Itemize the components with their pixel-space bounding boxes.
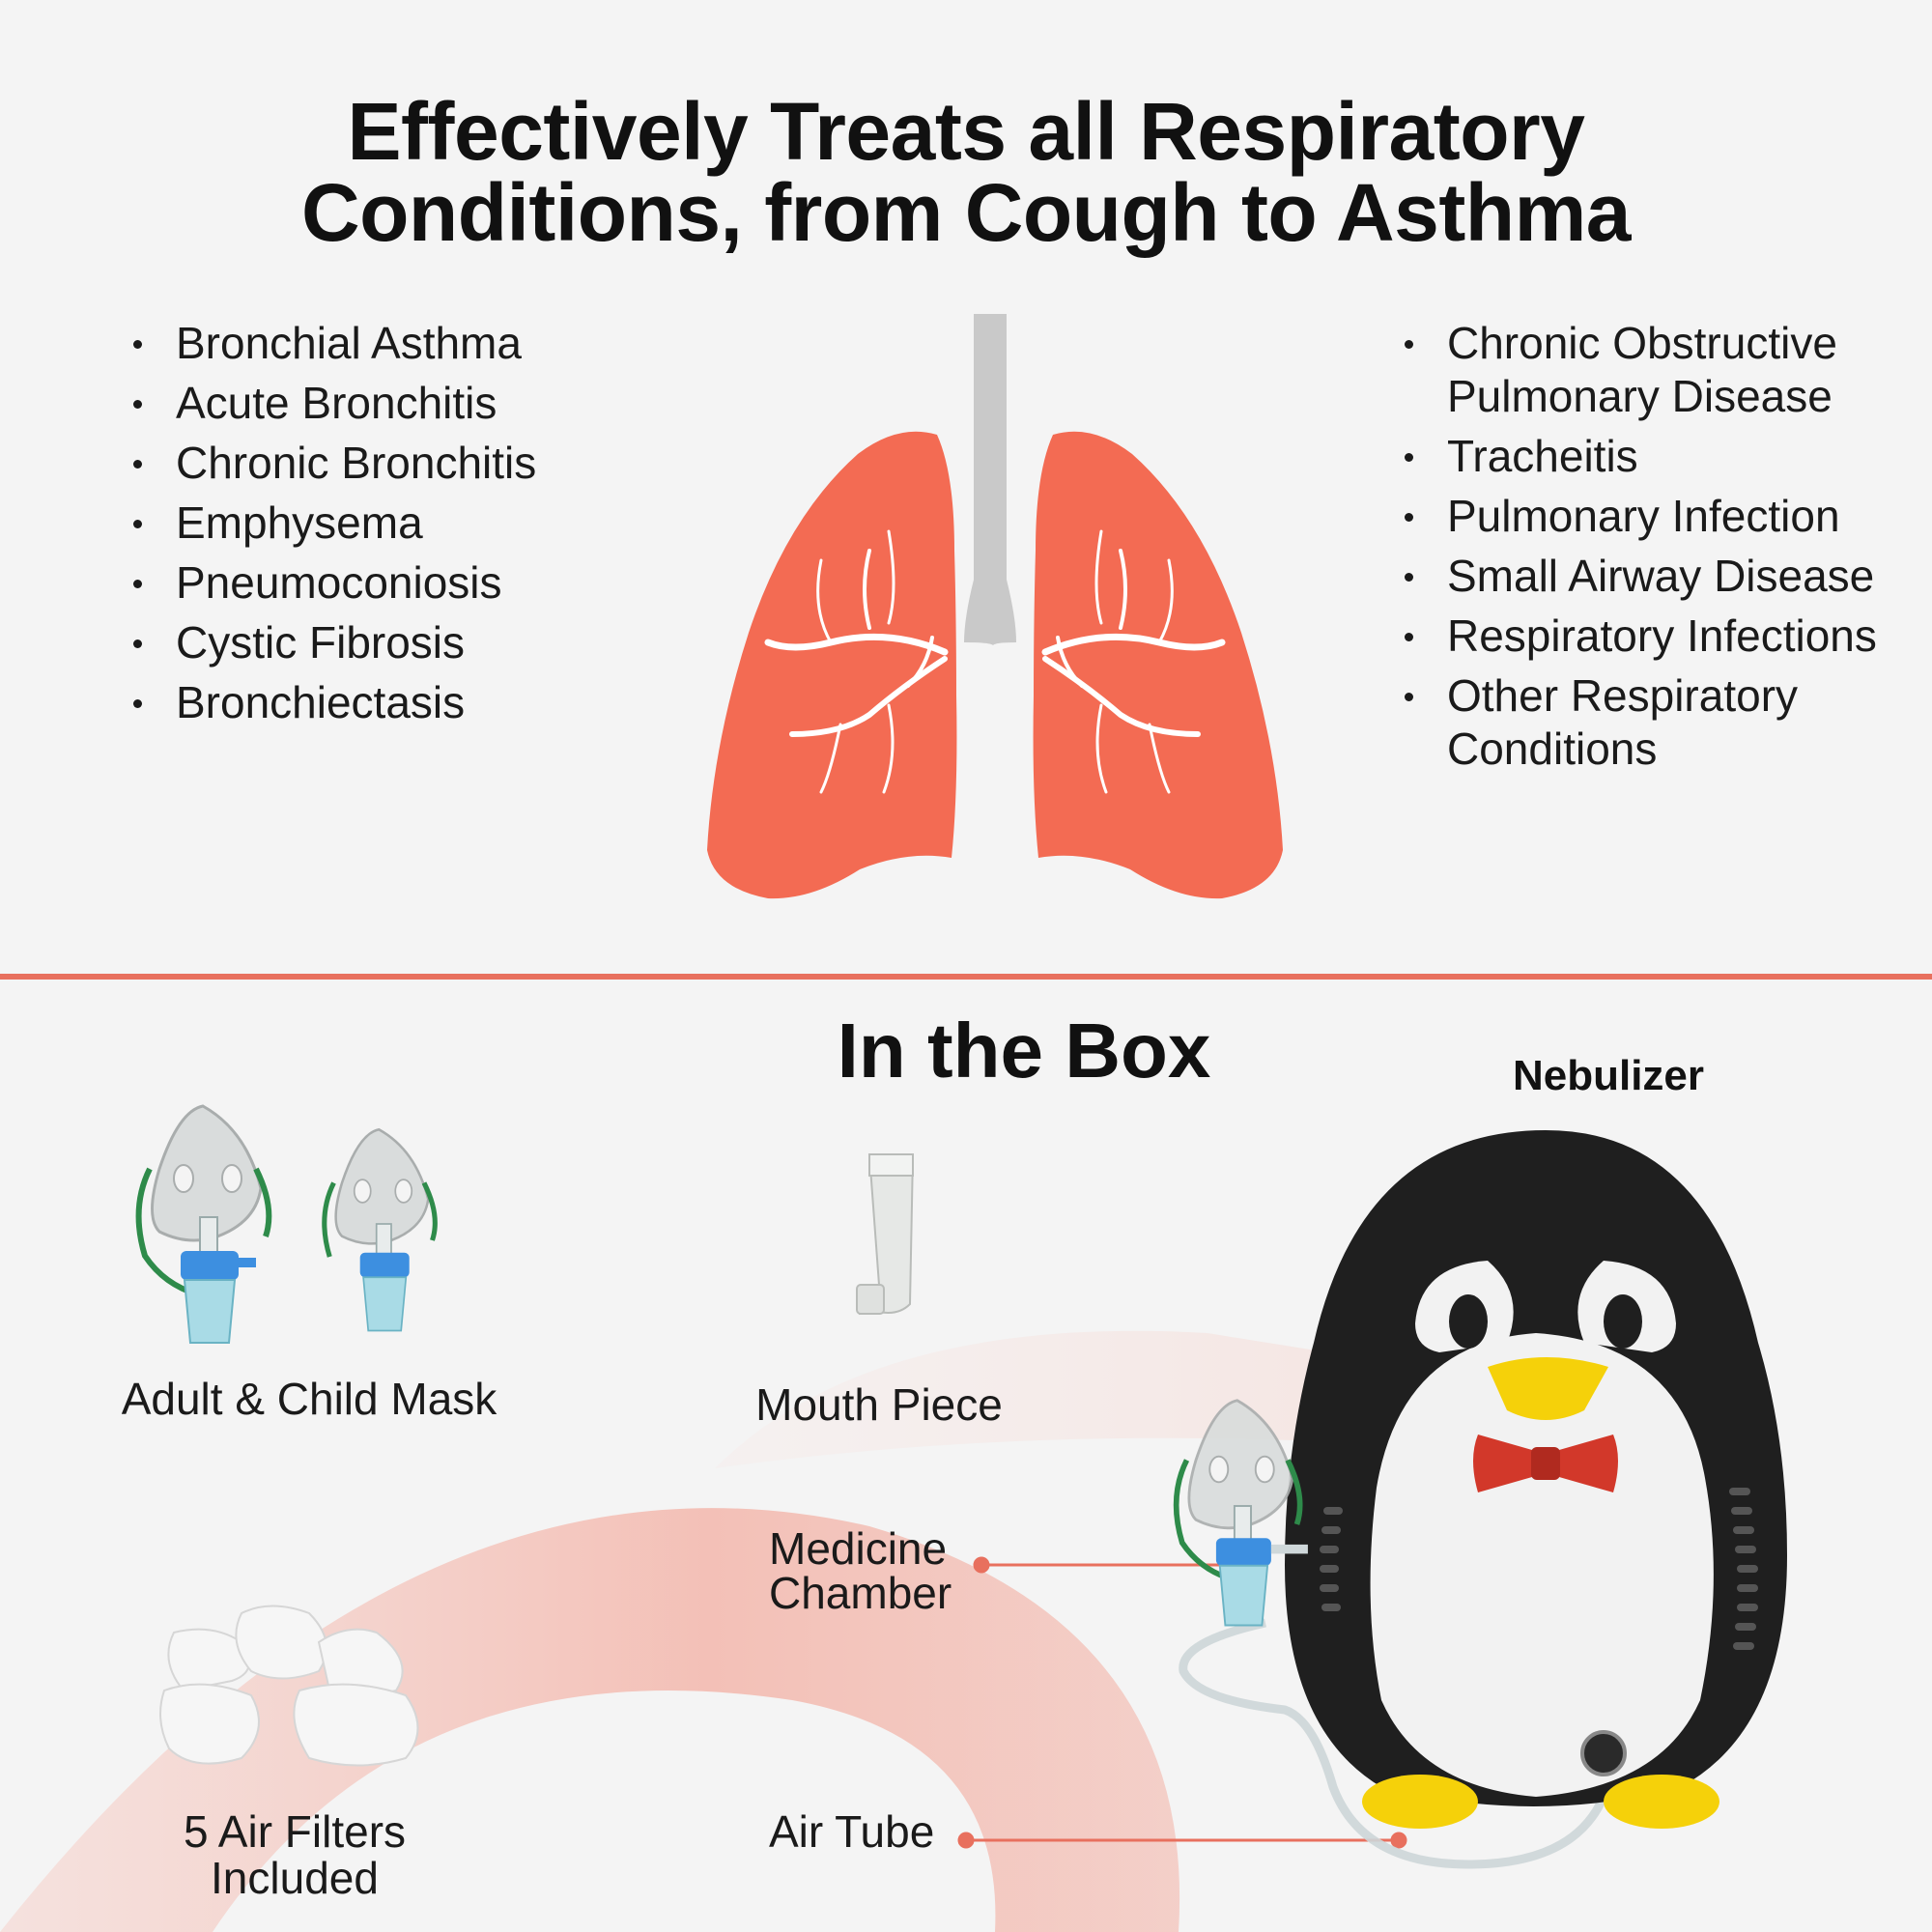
condition-item: Cystic Fibrosis <box>131 616 672 669</box>
conditions-list-left: Bronchial Asthma Acute Bronchitis Chroni… <box>131 317 672 736</box>
medicine-chamber-dot-start <box>973 1556 990 1574</box>
penguin-foot-left <box>1362 1775 1478 1829</box>
penguin-nebulizer-icon <box>1173 1130 1787 1869</box>
headline: Effectively Treats all Respiratory Condi… <box>0 91 1932 253</box>
condition-item: Bronchiectasis <box>131 676 672 729</box>
condition-item: Chronic Obstructive Pulmonary Disease <box>1403 317 1929 423</box>
headline-line-2: Conditions, from Cough to Asthma <box>300 167 1632 259</box>
medicine-chamber-line-1: Medicine <box>769 1523 948 1574</box>
condition-item: Respiratory Infections <box>1403 610 1929 663</box>
left-lung <box>707 431 957 899</box>
penguin-beak <box>1488 1357 1608 1420</box>
attached-mask <box>1173 1399 1308 1627</box>
accent-arc <box>0 1508 1180 1932</box>
child-mask <box>322 1127 438 1332</box>
condition-item: Pneumoconiosis <box>131 556 672 610</box>
condition-item: Pulmonary Infection <box>1403 490 1929 543</box>
air-tube <box>1179 1618 1608 1869</box>
face-mask-icon <box>135 1104 438 1344</box>
air-filter-icon <box>159 1605 419 1767</box>
condition-item: Small Airway Disease <box>1403 550 1929 603</box>
in-the-box-title: In the Box <box>837 1008 1211 1094</box>
condition-item: Other Respiratory Conditions <box>1403 669 1929 776</box>
air-tube-label: Air Tube <box>769 1806 935 1857</box>
penguin-belly <box>1370 1333 1714 1797</box>
filters-label-line-1: 5 Air Filters <box>183 1806 407 1857</box>
headline-line-1: Effectively Treats all Respiratory <box>347 86 1585 178</box>
nebulizer-body <box>1285 1130 1787 1829</box>
air-filter-5 <box>293 1683 419 1767</box>
mouthpiece-icon <box>856 1153 915 1316</box>
mask-label: Adult & Child Mask <box>121 1374 497 1424</box>
section-divider <box>0 974 1932 980</box>
vent-slots <box>1320 1488 1758 1650</box>
left-bronchi <box>764 529 949 794</box>
air-tube-dot-start <box>957 1832 975 1849</box>
mouthpiece-label: Mouth Piece <box>755 1379 1003 1430</box>
air-filter-2 <box>235 1605 327 1680</box>
condition-item: Bronchial Asthma <box>131 317 672 370</box>
medicine-chamber-line-2: Chamber <box>769 1568 952 1618</box>
conditions-list-right: Chronic Obstructive Pulmonary Disease Tr… <box>1403 317 1929 782</box>
condition-item: Emphysema <box>131 497 672 550</box>
air-filter-4 <box>159 1683 260 1765</box>
adult-mask <box>135 1104 272 1344</box>
filters-label-line-2: Included <box>211 1853 379 1903</box>
trachea <box>964 314 1016 645</box>
penguin-foot-right <box>1604 1775 1719 1829</box>
right-bronchi <box>1041 529 1226 794</box>
right-lung <box>1033 431 1283 899</box>
air-tube-dot-end <box>1390 1832 1407 1849</box>
air-filter-1 <box>167 1628 250 1692</box>
medicine-chamber-label: Medicine Chamber <box>769 1526 1001 1615</box>
lungs-icon <box>707 314 1283 899</box>
condition-item: Chronic Bronchitis <box>131 437 672 490</box>
air-outlet <box>1580 1730 1627 1776</box>
nebulizer-label: Nebulizer <box>1512 1052 1705 1099</box>
condition-item: Acute Bronchitis <box>131 377 672 430</box>
filters-label: 5 Air Filters Included <box>145 1808 444 1901</box>
condition-item: Tracheitis <box>1403 430 1929 483</box>
